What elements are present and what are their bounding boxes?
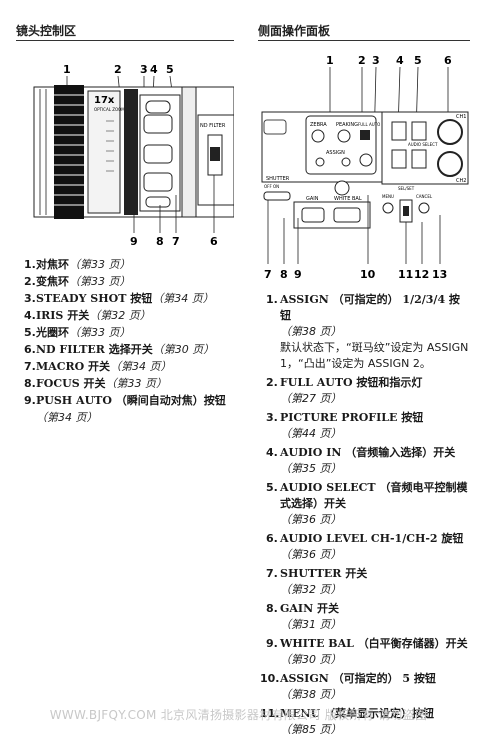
callout-5: 5	[414, 54, 422, 67]
gain-label: GAIN	[306, 196, 319, 202]
section-rule	[258, 40, 470, 41]
list-item: 9.WHITE BAL （白平衡存储器）开关（第30 页）	[266, 637, 468, 666]
callout-11: 11	[398, 268, 413, 281]
list-item: 1.对焦环（第33 页）	[24, 258, 131, 271]
list-item: 9.PUSH AUTO （瞬间自动对焦）按钮（第34 页）	[24, 394, 226, 424]
list-item: 1.ASSIGN （可指定的） 1/2/3/4 按钮（第38 页）默认状态下，“…	[266, 293, 469, 370]
list-item: 3.PICTURE PROFILE 按钮（第44 页）	[266, 411, 424, 440]
list-item: 2.变焦环（第33 页）	[24, 275, 131, 288]
callout-3: 3	[140, 63, 148, 76]
side-panel-list: 1.ASSIGN （可指定的） 1/2/3/4 按钮（第38 页）默认状态下，“…	[258, 292, 470, 741]
callout-1: 1	[326, 54, 334, 67]
watermark: WWW.BJFQY.COM 北京风清扬摄影器材有限公司 版权所有 请勿盗图	[49, 708, 428, 722]
list-item: 10.ASSIGN （可指定的） 5 按钮（第38 页）	[260, 672, 436, 701]
menu-label: MENU	[382, 194, 394, 199]
list-item: 5.AUDIO SELECT （音频电平控制模式选择）开关（第36 页）	[266, 481, 468, 526]
list-item: 7.MACRO 开关（第34 页）	[24, 360, 172, 373]
callout-3: 3	[372, 54, 380, 67]
list-item: 4.AUDIO IN （音频输入选择）开关（第35 页）	[266, 446, 456, 475]
full-auto-label: FULL AUTO	[358, 122, 380, 127]
callout-4: 4	[396, 54, 404, 67]
callout-7: 7	[264, 268, 272, 281]
callout-8: 8	[280, 268, 288, 281]
list-item: 4.IRIS 开关（第32 页）	[24, 309, 151, 322]
list-item: 5.光圈环（第33 页）	[24, 326, 131, 339]
shutter-sub: OFF ON	[264, 184, 279, 189]
callout-12: 12	[414, 268, 429, 281]
section-title-lens: 镜头控制区	[16, 24, 77, 38]
lens-diagram: 1 2 3 4 5 17x O	[33, 63, 234, 248]
list-item: 11.MENU （菜单显示设定）按钮（第85 页）	[260, 707, 435, 736]
callout-13: 13	[432, 268, 447, 281]
lens-control-list: 1.对焦环（第33 页） 2.变焦环（第33 页） 3.STEADY SHOT …	[24, 256, 234, 426]
callout-7: 7	[172, 235, 180, 248]
side-panel-diagram: 1 2 3 4 5 6 ZEBRA PEAKING FULL AUTO ASSI…	[261, 54, 469, 281]
callout-5: 5	[166, 63, 174, 76]
zoom-mark: 17x	[94, 95, 115, 106]
section-title-side: 侧面操作面板	[258, 24, 331, 38]
white-bal-label: WHITE BAL	[334, 196, 362, 202]
ch1-label: CH1	[456, 114, 466, 120]
assign-label: ASSIGN	[326, 150, 345, 156]
section-rule	[16, 40, 234, 41]
list-item: 6.AUDIO LEVEL CH-1/CH-2 旋钮（第36 页）	[266, 532, 464, 561]
sel-set-label: SEL/SET	[398, 186, 415, 191]
callout-9: 9	[294, 268, 302, 281]
callout-9: 9	[130, 235, 138, 248]
cancel-label: CANCEL	[416, 194, 433, 199]
zoom-sub-mark: OPTICAL ZOOM	[94, 107, 125, 112]
audio-select-label: AUDIO SELECT	[408, 142, 438, 147]
callout-2: 2	[358, 54, 366, 67]
callout-10: 10	[360, 268, 376, 281]
callout-6: 6	[444, 54, 452, 67]
callout-1: 1	[63, 63, 71, 76]
list-item: 8.FOCUS 开关（第33 页）	[24, 377, 168, 390]
shutter-label: SHUTTER	[266, 176, 290, 182]
list-item: 7.SHUTTER 开关（第32 页）	[266, 567, 368, 596]
callout-8: 8	[156, 235, 164, 248]
list-item: 3.STEADY SHOT 按钮（第34 页）	[24, 292, 214, 305]
peaking-label: PEAKING	[336, 122, 358, 128]
nd-mark: ND FILTER	[200, 123, 226, 129]
ch2-label: CH2	[456, 178, 466, 184]
zebra-label: ZEBRA	[310, 122, 327, 128]
callout-2: 2	[114, 63, 122, 76]
list-item: 8.GAIN 开关（第31 页）	[266, 602, 342, 631]
list-item: 2.FULL AUTO 按钮和指示灯（第27 页）	[266, 376, 423, 405]
callout-4: 4	[150, 63, 158, 76]
list-item: 6.ND FILTER 选择开关（第30 页）	[24, 343, 215, 356]
callout-6: 6	[210, 235, 218, 248]
